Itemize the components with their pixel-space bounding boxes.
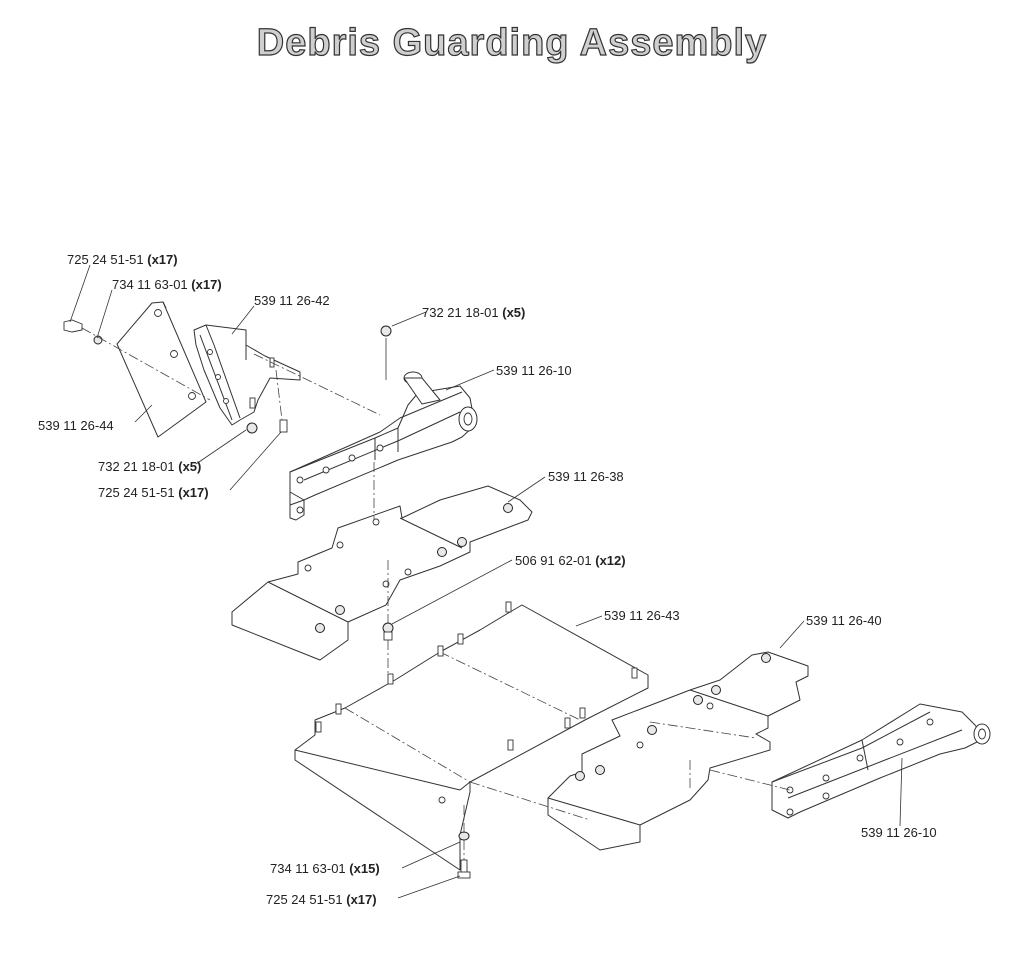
arm-539-11-26-10-lower: [771, 703, 991, 819]
label-l2: 734 11 63-01 (x17): [112, 277, 222, 292]
plate-539-11-26-40: [547, 651, 809, 851]
label-l5: 539 11 26-10: [496, 363, 572, 378]
label-l1: 725 24 51-51 (x17): [67, 252, 178, 267]
part-labels: 725 24 51-51 (x17) 734 11 63-01 (x17) 53…: [38, 252, 937, 907]
plate-539-11-26-38: [231, 485, 533, 661]
bracket-539-11-26-42: [193, 324, 301, 426]
leader-lines: [69, 264, 903, 899]
label-l8: 725 24 51-51 (x17): [98, 485, 209, 500]
label-l9: 539 11 26-38: [548, 469, 624, 484]
alignment-lines: [81, 327, 791, 860]
label-l15: 725 24 51-51 (x17): [266, 892, 377, 907]
label-l6: 539 11 26-44: [38, 418, 114, 433]
plate-539-11-26-43: [294, 601, 649, 871]
label-l11: 539 11 26-43: [604, 608, 680, 623]
page-title: Debris Guarding Assembly: [256, 21, 768, 64]
side-plate-539-11-26-44: [116, 301, 207, 438]
label-l14: 734 11 63-01 (x15): [270, 861, 380, 876]
label-l10: 506 91 62-01 (x12): [515, 553, 626, 568]
label-l3: 539 11 26-42: [254, 293, 330, 308]
label-l4: 732 21 18-01 (x5): [422, 305, 525, 320]
arm-539-11-26-10-upper: [289, 371, 478, 521]
label-l12: 539 11 26-40: [806, 613, 882, 628]
label-l13: 539 11 26-10: [861, 825, 937, 840]
label-l7: 732 21 18-01 (x5): [98, 459, 201, 474]
